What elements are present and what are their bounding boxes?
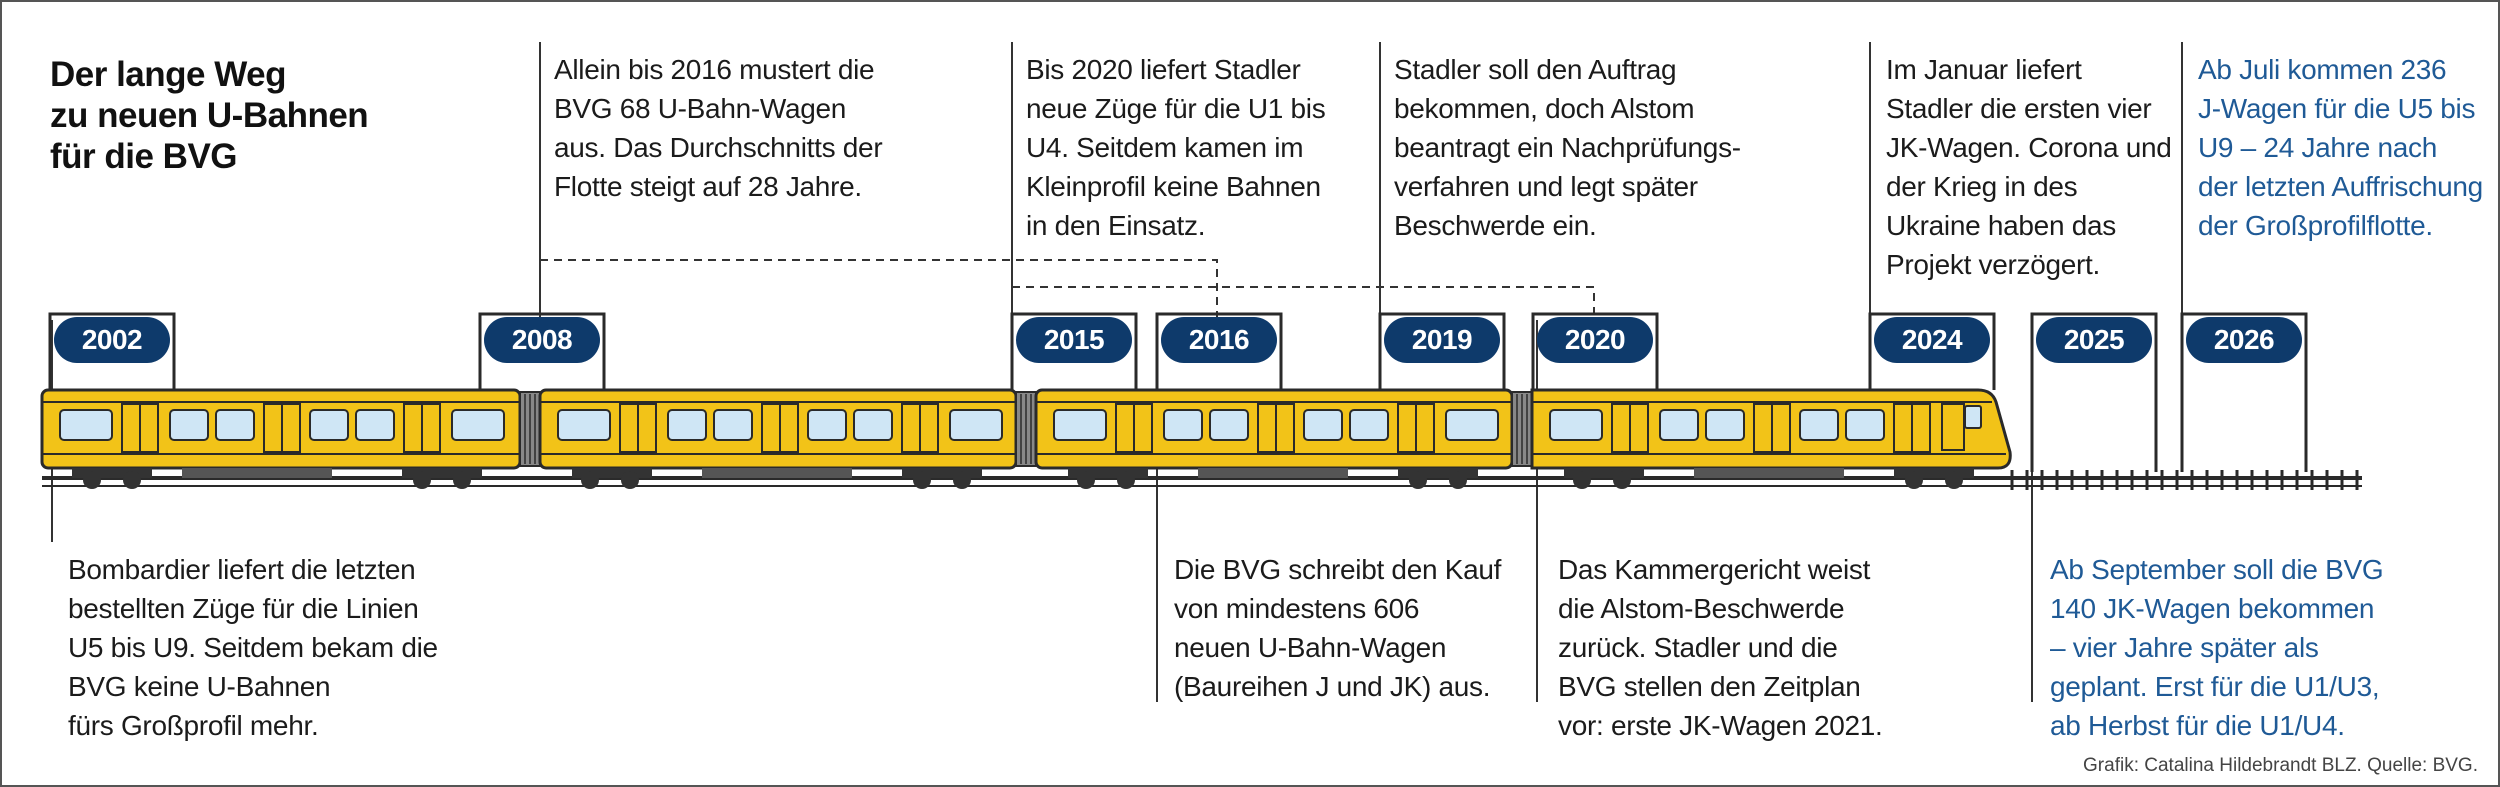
year-badge-2020: 2020	[1537, 317, 1653, 363]
note-line: der Krieg in des	[1886, 171, 2078, 202]
note-line: Ukraine haben das	[1886, 210, 2116, 241]
note-line: ab Herbst für die U1/U4.	[2050, 710, 2345, 741]
note-2024: Im Januar liefert Stadler die ersten vie…	[1886, 50, 2172, 284]
note-2008: Allein bis 2016 mustert die BVG 68 U-Bah…	[554, 50, 883, 206]
note-line: Die BVG schreibt den Kauf	[1174, 554, 1502, 585]
note-line: 140 JK-Wagen bekommen	[2050, 593, 2375, 624]
note-line: (Baureihen J und JK) aus.	[1174, 671, 1491, 702]
year-badge-2002: 2002	[54, 317, 170, 363]
note-line: BVG stellen den Zeitplan	[1558, 671, 1861, 702]
note-2015: Bis 2020 liefert Stadler neue Züge für d…	[1026, 50, 1326, 245]
year-badge-2024: 2024	[1874, 317, 1990, 363]
note-line: Stadler die ersten vier	[1886, 93, 2152, 124]
note-2025: Ab September soll die BVG 140 JK-Wagen b…	[2050, 550, 2384, 745]
note-line: U9 – 24 Jahre nach	[2198, 132, 2437, 163]
note-line: bekommen, doch Alstom	[1394, 93, 1695, 124]
note-line: U5 bis U9. Seitdem bekam die	[68, 632, 438, 663]
note-line: U4. Seitdem kamen im	[1026, 132, 1304, 163]
train-car-2	[538, 388, 1018, 489]
note-line: JK-Wagen. Corona und	[1886, 132, 2172, 163]
title-line-2: zu neuen U-Bahnen	[50, 96, 369, 135]
note-line: Beschwerde ein.	[1394, 210, 1597, 241]
note-line: geplant. Erst für die U1/U3,	[2050, 671, 2380, 702]
note-line: Projekt verzögert.	[1886, 249, 2101, 280]
note-line: Kleinprofil keine Bahnen	[1026, 171, 1321, 202]
year-badge-2008: 2008	[484, 317, 600, 363]
note-2016: Die BVG schreibt den Kauf von mindestens…	[1174, 550, 1501, 706]
note-line: Ab Juli kommen 236	[2198, 54, 2447, 85]
note-line: verfahren und legt später	[1394, 171, 1698, 202]
note-line: beantragt ein Nachprüfungs-	[1394, 132, 1741, 163]
note-line: BVG 68 U-Bahn-Wagen	[554, 93, 847, 124]
note-2002: Bombardier liefert die letzten bestellte…	[68, 550, 438, 745]
title-line-1: Der lange Weg	[50, 55, 286, 94]
page-title: Der lange Weg zu neuen U-Bahnen für die …	[50, 54, 369, 177]
note-line: Flotte steigt auf 28 Jahre.	[554, 171, 862, 202]
note-2020: Das Kammergericht weist die Alstom-Besch…	[1558, 550, 1883, 745]
note-line: Im Januar liefert	[1886, 54, 2082, 85]
note-line: von mindestens 606	[1174, 593, 1420, 624]
source-credit: Grafik: Catalina Hildebrandt BLZ. Quelle…	[2083, 755, 2478, 776]
year-badge-2016: 2016	[1161, 317, 1277, 363]
year-badge-2015: 2015	[1016, 317, 1132, 363]
train-car-4-cab	[1530, 388, 2012, 489]
year-badge-2025: 2025	[2036, 317, 2152, 363]
note-line: BVG keine U-Bahnen	[68, 671, 331, 702]
note-line: Bombardier liefert die letzten	[68, 554, 416, 585]
note-line: bestellten Züge für die Linien	[68, 593, 419, 624]
note-line: Das Kammergericht weist	[1558, 554, 1871, 585]
note-line: Bis 2020 liefert Stadler	[1026, 54, 1301, 85]
note-2019: Stadler soll den Auftrag bekommen, doch …	[1394, 50, 1741, 245]
note-line: Stadler soll den Auftrag	[1394, 54, 1677, 85]
note-line: neue Züge für die U1 bis	[1026, 93, 1326, 124]
note-2026: Ab Juli kommen 236 J-Wagen für die U5 bi…	[2198, 50, 2483, 245]
year-badge-2019: 2019	[1384, 317, 1500, 363]
note-line: – vier Jahre später als	[2050, 632, 2319, 663]
year-badge-2026: 2026	[2186, 317, 2302, 363]
note-line: Allein bis 2016 mustert die	[554, 54, 875, 85]
note-line: der letzten Auffrischung	[2198, 171, 2483, 202]
note-line: vor: erste JK-Wagen 2021.	[1558, 710, 1883, 741]
note-line: Ab September soll die BVG	[2050, 554, 2384, 585]
note-line: J-Wagen für die U5 bis	[2198, 93, 2476, 124]
note-line: in den Einsatz.	[1026, 210, 1206, 241]
note-line: aus. Das Durchschnitts der	[554, 132, 883, 163]
note-line: fürs Großprofil mehr.	[68, 710, 319, 741]
title-line-3: für die BVG	[50, 137, 238, 176]
note-line: neuen U-Bahn-Wagen	[1174, 632, 1447, 663]
train-car-3	[1034, 388, 1514, 489]
note-line: die Alstom-Beschwerde	[1558, 593, 1845, 624]
note-line: der Großprofilflotte.	[2198, 210, 2433, 241]
note-line: zurück. Stadler und die	[1558, 632, 1838, 663]
train-car-1	[40, 388, 522, 489]
